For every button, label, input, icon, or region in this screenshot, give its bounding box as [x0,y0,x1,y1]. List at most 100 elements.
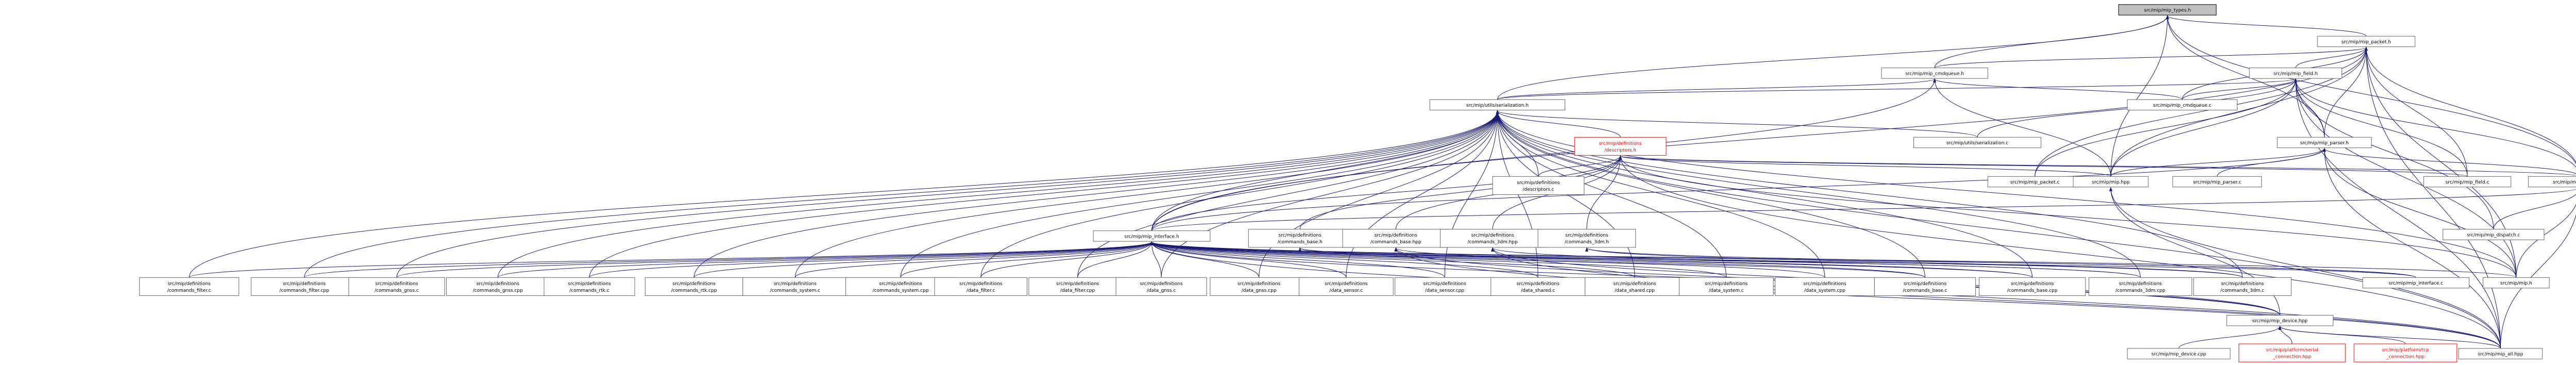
node-mip-parser-c[interactable]: src/mip/mip_parser.c [2172,176,2262,188]
node-data-shared-cpp[interactable]: src/mip/definitions/data_shared.cpp [1585,277,1685,296]
node-data-gnss-c[interactable]: src/mip/definitions/data_gnss.c [1115,277,1207,296]
node-cmd-filter-cpp[interactable]: src/mip/definitions/commands_filter.cpp [250,277,358,296]
edge-mip_field_h-to-mip_dispatch_c [2294,78,2494,229]
node-data-gnss-cpp[interactable]: src/mip/definitions/data_gnss.cpp [1210,277,1308,296]
edge-mip_interface_h-to-cmd_gnss_cpp [497,241,1154,278]
node-cmd-base-hpp[interactable]: src/mip/definitions/commands_base.hpp [1342,229,1450,248]
node-mip-types-h: src/mip/mip_types.h [2118,4,2217,15]
edge-mip_interface_h-to-mip_interface_c [1150,241,2416,278]
node-label: src/mip/mip_packet.c [2010,180,2060,185]
node-label: src/mip/mip_field.h [2274,71,2318,76]
node-mip-cmdqueue-h[interactable]: src/mip/mip_cmdqueue.h [1881,68,1988,79]
node-cmd-base-h[interactable]: src/mip/definitions/commands_base.h [1248,229,1352,248]
node-cmd-filter-c[interactable]: src/mip/definitions/commands_filter.c [139,277,240,296]
node-mip-field-c[interactable]: src/mip/mip_field.c [2423,176,2512,188]
node-mip-interface-c[interactable]: src/mip/mip_interface.c [2362,277,2469,289]
node-mip-cmdqueue-c[interactable]: src/mip/mip_cmdqueue.c [2127,99,2238,111]
node-tcp-conn-hpp[interactable]: src/mip/platform/tcp_connection.hpp [2353,343,2458,362]
node-mip-dispatch-h[interactable]: src/mip/mip_dispatch.h [2528,176,2576,188]
edge-descriptors_h-to-cmd_3dm_h [1586,155,1622,229]
node-box [2528,176,2576,188]
edge-serialization_h-to-data_filter_cpp [1077,110,1499,278]
node-box [2443,229,2545,240]
node-data-system-c[interactable]: src/mip/definitions/data_system.c [1679,277,1774,296]
node-label: src/mip/mip_interface.h [1124,234,1179,239]
node-label: src/mip/definitions [2011,281,2054,287]
edge-mip_field_h-to-mip_all_hpp [2294,78,2501,349]
node-label: src/mip/definitions [283,281,326,287]
edge-mip_dispatch_h-to-mip_dispatch_c [2493,194,2576,229]
node-cmd-rtk-cpp[interactable]: src/mip/definitions/commands_rtk.cpp [645,277,743,296]
edge-mip_interface_h-to-data_system_cpp [1150,241,1825,278]
edge-mip_packet_h-to-mip_field_c [2364,46,2468,177]
node-label: src/mip/mip_all.hpp [2478,352,2523,357]
node-cmd-3dm-h[interactable]: src/mip/definitions/commands_3dm.h [1537,229,1636,248]
node-mip-hpp[interactable]: src/mip/mip.hpp [2073,176,2149,188]
node-descriptors-c[interactable]: src/mip/definitions/descriptors.c [1492,176,1585,195]
edge-serialization_h-to-cmd_filter_cpp [304,110,1499,278]
node-mip-h[interactable]: src/mip/mip.h [2483,277,2550,289]
edge-mip_interface_h-to-data_system_c [1150,241,1727,278]
edge-mip_parser_h-to-mip_dispatch_h [2323,147,2576,174]
node-label: src/mip/definitions [1803,281,1846,287]
node-cmd-3dm-cpp[interactable]: src/mip/definitions/commands_3dm.cpp [2089,277,2192,296]
node-cmd-gnss-c[interactable]: src/mip/definitions/commands_gnss.c [348,277,445,296]
node-label: src/mip/platform/tcp [2382,348,2429,353]
edge-mip_cmdqueue_h-to-mip_interface_h [1151,78,1937,231]
edge-mip_interface_h-to-cmd_system_cpp [900,241,1154,278]
node-data-shared-c[interactable]: src/mip/definitions/data_shared.c [1490,277,1586,296]
node-cmd-rtk-c[interactable]: src/mip/definitions/commands_rtk.c [544,277,635,296]
edge-mip_dispatch_h-to-mip_interface_h [1151,189,2576,231]
node-serialization-c[interactable]: src/mip/utils/serialization.c [1913,137,2042,148]
node-box [1881,68,1988,79]
node-mip-interface-h[interactable]: src/mip/mip_interface.h [1093,230,1211,242]
node-data-filter-cpp[interactable]: src/mip/definitions/data_filter.cpp [1028,277,1127,296]
node-mip-device-hpp[interactable]: src/mip/mip_device.hpp [2226,314,2333,326]
node-label: src/mip/definitions [2119,281,2162,287]
node-label: /data_gnss.c [1147,288,1176,293]
edge-mip_cmdqueue_h-to-mip_hpp [1933,78,2111,177]
edge-serialization_h-to-descriptors_h [1496,110,1621,138]
node-cmd-base-c[interactable]: src/mip/definitions/commands_base.c [1874,277,1976,296]
edge-serialization_h-to-cmd_3dm_cpp [1496,110,2141,278]
node-cmd-gnss-cpp[interactable]: src/mip/definitions/commands_gnss.cpp [446,277,550,296]
node-data-system-cpp[interactable]: src/mip/definitions/data_system.cpp [1774,277,1875,296]
node-label: src/mip/definitions [774,281,817,287]
node-mip-device-cpp[interactable]: src/mip/mip_device.cpp [2127,348,2231,359]
node-descriptors-h[interactable]: src/mip/definitions/descriptors.h [1574,137,1667,156]
node-label: /data_filter.c [967,288,995,293]
node-mip-parser-h[interactable]: src/mip/mip_parser.h [2277,137,2372,148]
node-data-sensor-cpp[interactable]: src/mip/definitions/data_sensor.cpp [1395,277,1495,296]
edge-serialization_h-to-data_system_cpp [1496,110,1825,278]
node-data-filter-c[interactable]: src/mip/definitions/data_filter.c [934,277,1027,296]
edge-mip_interface_h-to-cmd_rtk_cpp [693,241,1154,278]
node-label: /descriptors.c [1522,187,1554,192]
edge-mip_packet_h-to-mip_cmdqueue_h [1934,46,2368,69]
node-cmd-base-cpp[interactable]: src/mip/definitions/commands_base.cpp [1978,277,2086,296]
node-mip-field-h[interactable]: src/mip/mip_field.h [2249,68,2342,79]
node-cmd-3dm-hpp[interactable]: src/mip/definitions/commands_3dm.hpp [1440,229,1546,248]
node-serial-conn-hpp[interactable]: src/mip/platform/serial_connection.hpp [2239,343,2346,362]
node-mip-dispatch-c[interactable]: src/mip/mip_dispatch.c [2443,229,2545,240]
node-label: src/mip/definitions [1325,281,1368,287]
node-label: src/mip/utils/serialization.c [1946,141,2008,146]
node-data-sensor-c[interactable]: src/mip/definitions/data_sensor.c [1298,277,1394,296]
edge-serialization_h-to-mip_h [1496,110,2517,278]
node-mip-all-hpp[interactable]: src/mip/mip_all.hpp [2458,348,2543,359]
edge-mip_interface_h-to-cmd_rtk_c [589,241,1154,278]
node-label: src/mip/mip_cmdqueue.c [2153,103,2211,108]
edge-mip_field_h-to-mip_h [2294,78,2517,278]
edge-serialization_h-to-cmd_gnss_cpp [497,110,1499,278]
node-box [742,277,848,296]
node-box [1492,176,1585,195]
node-box [1978,277,2086,296]
node-mip-packet-h[interactable]: src/mip/mip_packet.h [2317,36,2416,47]
node-mip-packet-c[interactable]: src/mip/mip_packet.c [1987,176,2082,188]
node-cmd-3dm-c[interactable]: src/mip/definitions/commands_3dm.c [2193,277,2292,296]
node-serialization-h[interactable]: src/mip/utils/serialization.h [1429,99,1566,111]
node-label: src/mip/definitions [568,281,611,287]
node-box [2249,68,2342,79]
edge-mip_types_h-to-serialization_h [1497,15,2169,100]
node-label: src/mip/definitions [375,281,418,287]
node-cmd-system-c[interactable]: src/mip/definitions/commands_system.c [742,277,848,296]
